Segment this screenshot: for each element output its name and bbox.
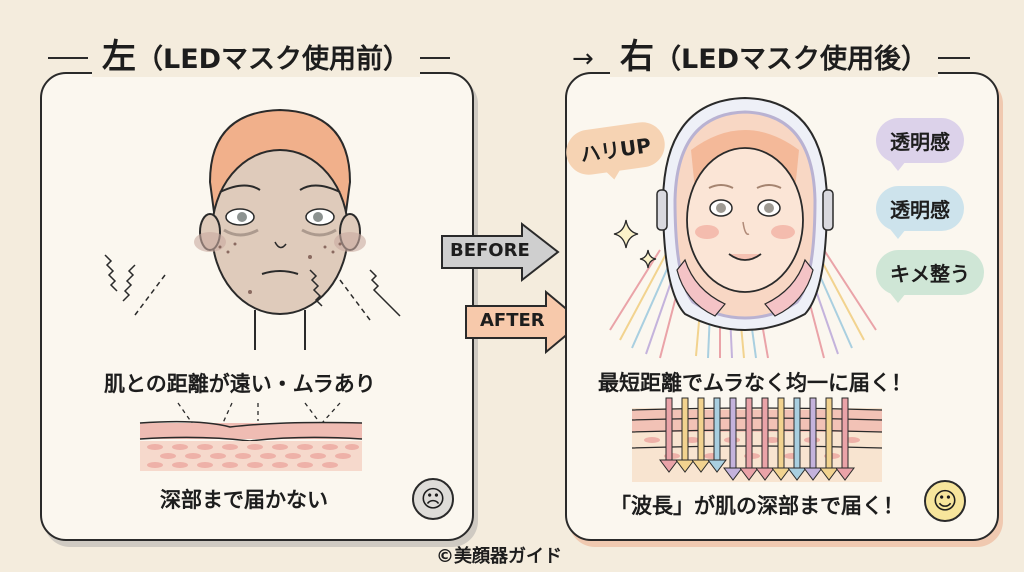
speech-bubble-texture: キメ整う	[876, 250, 984, 303]
title-arrow-icon: →	[572, 44, 594, 74]
speech-bubble-clarity: 透明感	[876, 118, 964, 171]
copyright-credit: ©美顔器ガイド	[436, 546, 562, 567]
title-main: 左	[102, 37, 136, 77]
smile-face-icon: ☺	[924, 480, 966, 522]
sparkle-icon	[613, 219, 657, 269]
scattered-light-rays-right	[309, 269, 401, 321]
title-sub: （LEDマスク使用前）	[136, 44, 411, 75]
title-sub: （LEDマスク使用後）	[654, 44, 929, 75]
title-dash-right-end	[920, 57, 970, 59]
before-caption-bottom: 深部まで届かない	[160, 488, 328, 512]
sad-face-icon: ☹	[412, 478, 454, 520]
led-mask-face-illustration	[656, 96, 834, 332]
before-caption-top: 肌との距離が遠い・ムラあり	[104, 372, 376, 396]
scattered-light-rays-left	[104, 254, 166, 316]
before-arrow	[441, 221, 560, 283]
after-arrow	[465, 289, 584, 355]
speech-bubble-clarity-2: 透明感	[876, 186, 964, 239]
after-caption-top-text: 最短距離でムラなく均一に届く！	[598, 371, 912, 395]
before-arrow-label: BEFORE	[450, 240, 530, 261]
before-title: 左（LEDマスク使用前）	[92, 37, 421, 81]
title-main: 右	[620, 37, 654, 77]
skin-cross-section-before	[139, 402, 363, 471]
after-caption-bottom: 「波長」が肌の深部まで届く！	[610, 494, 904, 518]
skin-cross-section-after	[631, 397, 883, 482]
title-dash-left-end	[414, 57, 450, 59]
tired-face-illustration	[194, 108, 366, 350]
after-arrow-label: AFTER	[480, 310, 545, 331]
after-title: 右（LEDマスク使用後）	[610, 37, 939, 81]
title-dash-left	[48, 57, 88, 59]
after-caption-top: 最短距離でムラなく均一に届く！	[592, 367, 918, 399]
